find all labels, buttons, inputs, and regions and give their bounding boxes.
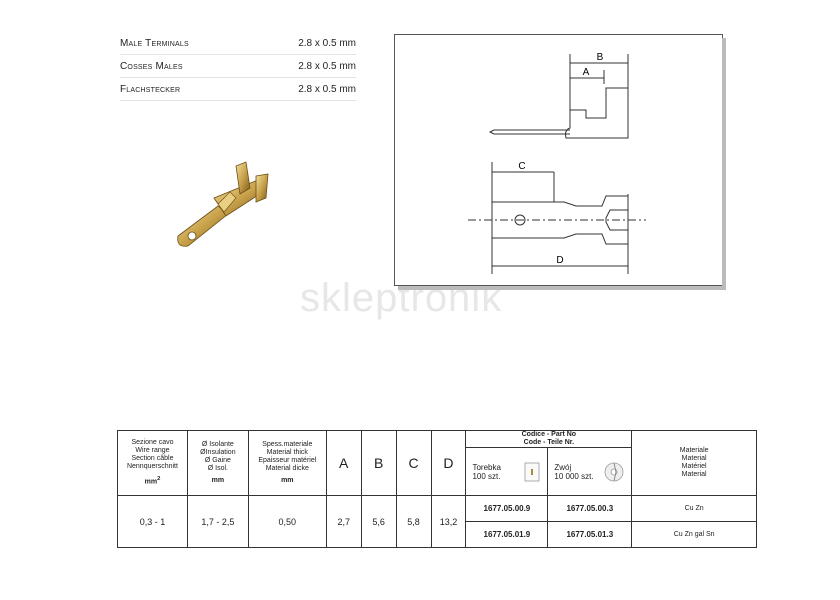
spec-label: Flachstecker: [120, 83, 181, 95]
header-dim-d: D: [430, 430, 467, 496]
dim-label-d: D: [556, 255, 563, 266]
header-dim-a: A: [325, 430, 362, 496]
spec-value: 2.8 x 0.5 mm: [298, 37, 356, 49]
cell-dim-a: 2,7: [325, 495, 362, 548]
spec-row: Cosses Males 2.8 x 0.5 mm: [120, 55, 356, 78]
dim-label-c: C: [518, 161, 525, 172]
cell-code-bag: 1677.05.00.9: [465, 495, 549, 522]
cell-insulation: 1,7 - 2,5: [186, 495, 249, 548]
cell-thickness: 0,50: [247, 495, 327, 548]
spec-value: 2.8 x 0.5 mm: [298, 83, 356, 95]
cell-section: 0,3 - 1: [117, 495, 188, 548]
header-dim-b: B: [360, 430, 397, 496]
spec-label: Cosses Males: [120, 60, 183, 72]
spec-row: Flachstecker 2.8 x 0.5 mm: [120, 78, 356, 101]
spec-row: Male Terminals 2.8 x 0.5 mm: [120, 32, 356, 55]
cell-code-reel: 1677.05.00.3: [547, 495, 633, 522]
dim-label-b: B: [597, 52, 604, 63]
dim-label-a: A: [583, 67, 590, 78]
cell-dim-c: 5,8: [395, 495, 432, 548]
cell-dim-b: 5,6: [360, 495, 397, 548]
reel-icon: [604, 462, 624, 481]
cell-code-reel: 1677.05.01.3: [547, 521, 633, 548]
spec-value: 2.8 x 0.5 mm: [298, 60, 356, 72]
header-dim-c: C: [395, 430, 432, 496]
cell-material: Cu Zn gal Sn: [631, 521, 757, 548]
cell-dim-d: 13,2: [430, 495, 467, 548]
terminal-photo: [177, 161, 269, 247]
bag-icon: [524, 462, 540, 481]
spec-label: Male Terminals: [120, 37, 189, 49]
cell-material: Cu Zn: [631, 495, 757, 522]
cell-code-bag: 1677.05.01.9: [465, 521, 549, 548]
technical-drawing: B A C D: [394, 34, 726, 290]
